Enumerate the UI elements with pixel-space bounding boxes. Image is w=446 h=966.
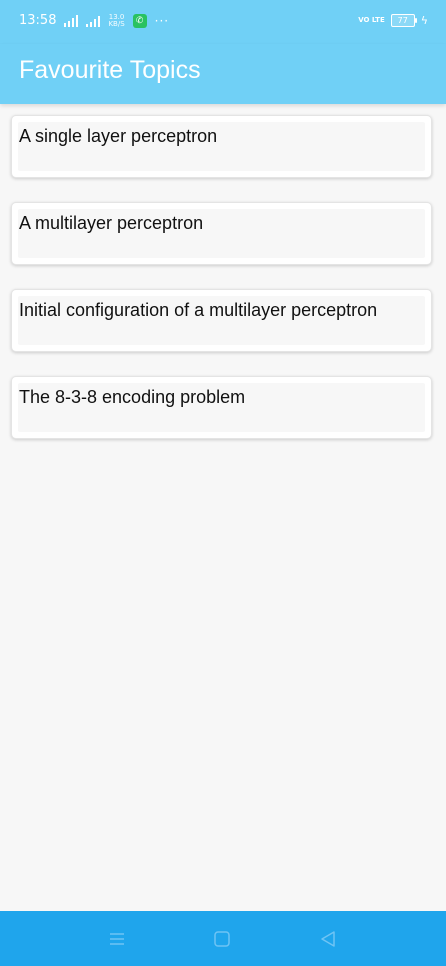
battery-icon: 77 [390,14,417,27]
menu-icon[interactable] [107,929,127,949]
topic-label: A single layer perceptron [19,126,218,146]
signal-icon [64,14,79,27]
network-speed-unit: KB/S [108,19,125,28]
status-left: 13:58 13.0 KB/S ✆ ··· [19,13,169,28]
topic-card-body [18,122,425,171]
topic-label: Initial configuration of a multilayer pe… [19,300,378,320]
topic-label: A multilayer perceptron [19,213,204,233]
home-icon[interactable] [212,929,232,949]
page-title: Favourite Topics [19,56,201,84]
more-dots-icon: ··· [154,13,170,28]
topic-label: The 8-3-8 encoding problem [19,387,246,407]
call-icon: ✆ [132,13,147,28]
app-bar: Favourite Topics [0,44,446,104]
status-right: VO LTE 77 ϟ [358,14,428,27]
topic-card-body [18,209,425,258]
signal-icon [86,15,101,27]
back-icon[interactable] [318,929,338,949]
topic-card-body [18,383,425,432]
network-speed-value: 13.0 [108,12,125,21]
topic-card[interactable]: A single layer perceptron [11,115,432,178]
status-bar: 13:58 13.0 KB/S ✆ ··· VO LTE 77 ϟ [0,0,446,44]
network-speed: 13.0 KB/S [108,12,125,28]
charging-icon: ϟ [420,14,428,27]
status-time: 13:58 [19,13,57,28]
topic-card[interactable]: The 8-3-8 encoding problem [11,376,432,439]
navigation-bar [0,911,446,966]
topic-list: A single layer perceptron A multilayer p… [11,115,434,463]
topic-card-body [18,296,425,345]
topic-card[interactable]: A multilayer perceptron [11,202,432,265]
volte-icon: VO LTE [358,16,385,24]
topic-card[interactable]: Initial configuration of a multilayer pe… [11,289,432,352]
battery-level: 77 [397,16,408,25]
